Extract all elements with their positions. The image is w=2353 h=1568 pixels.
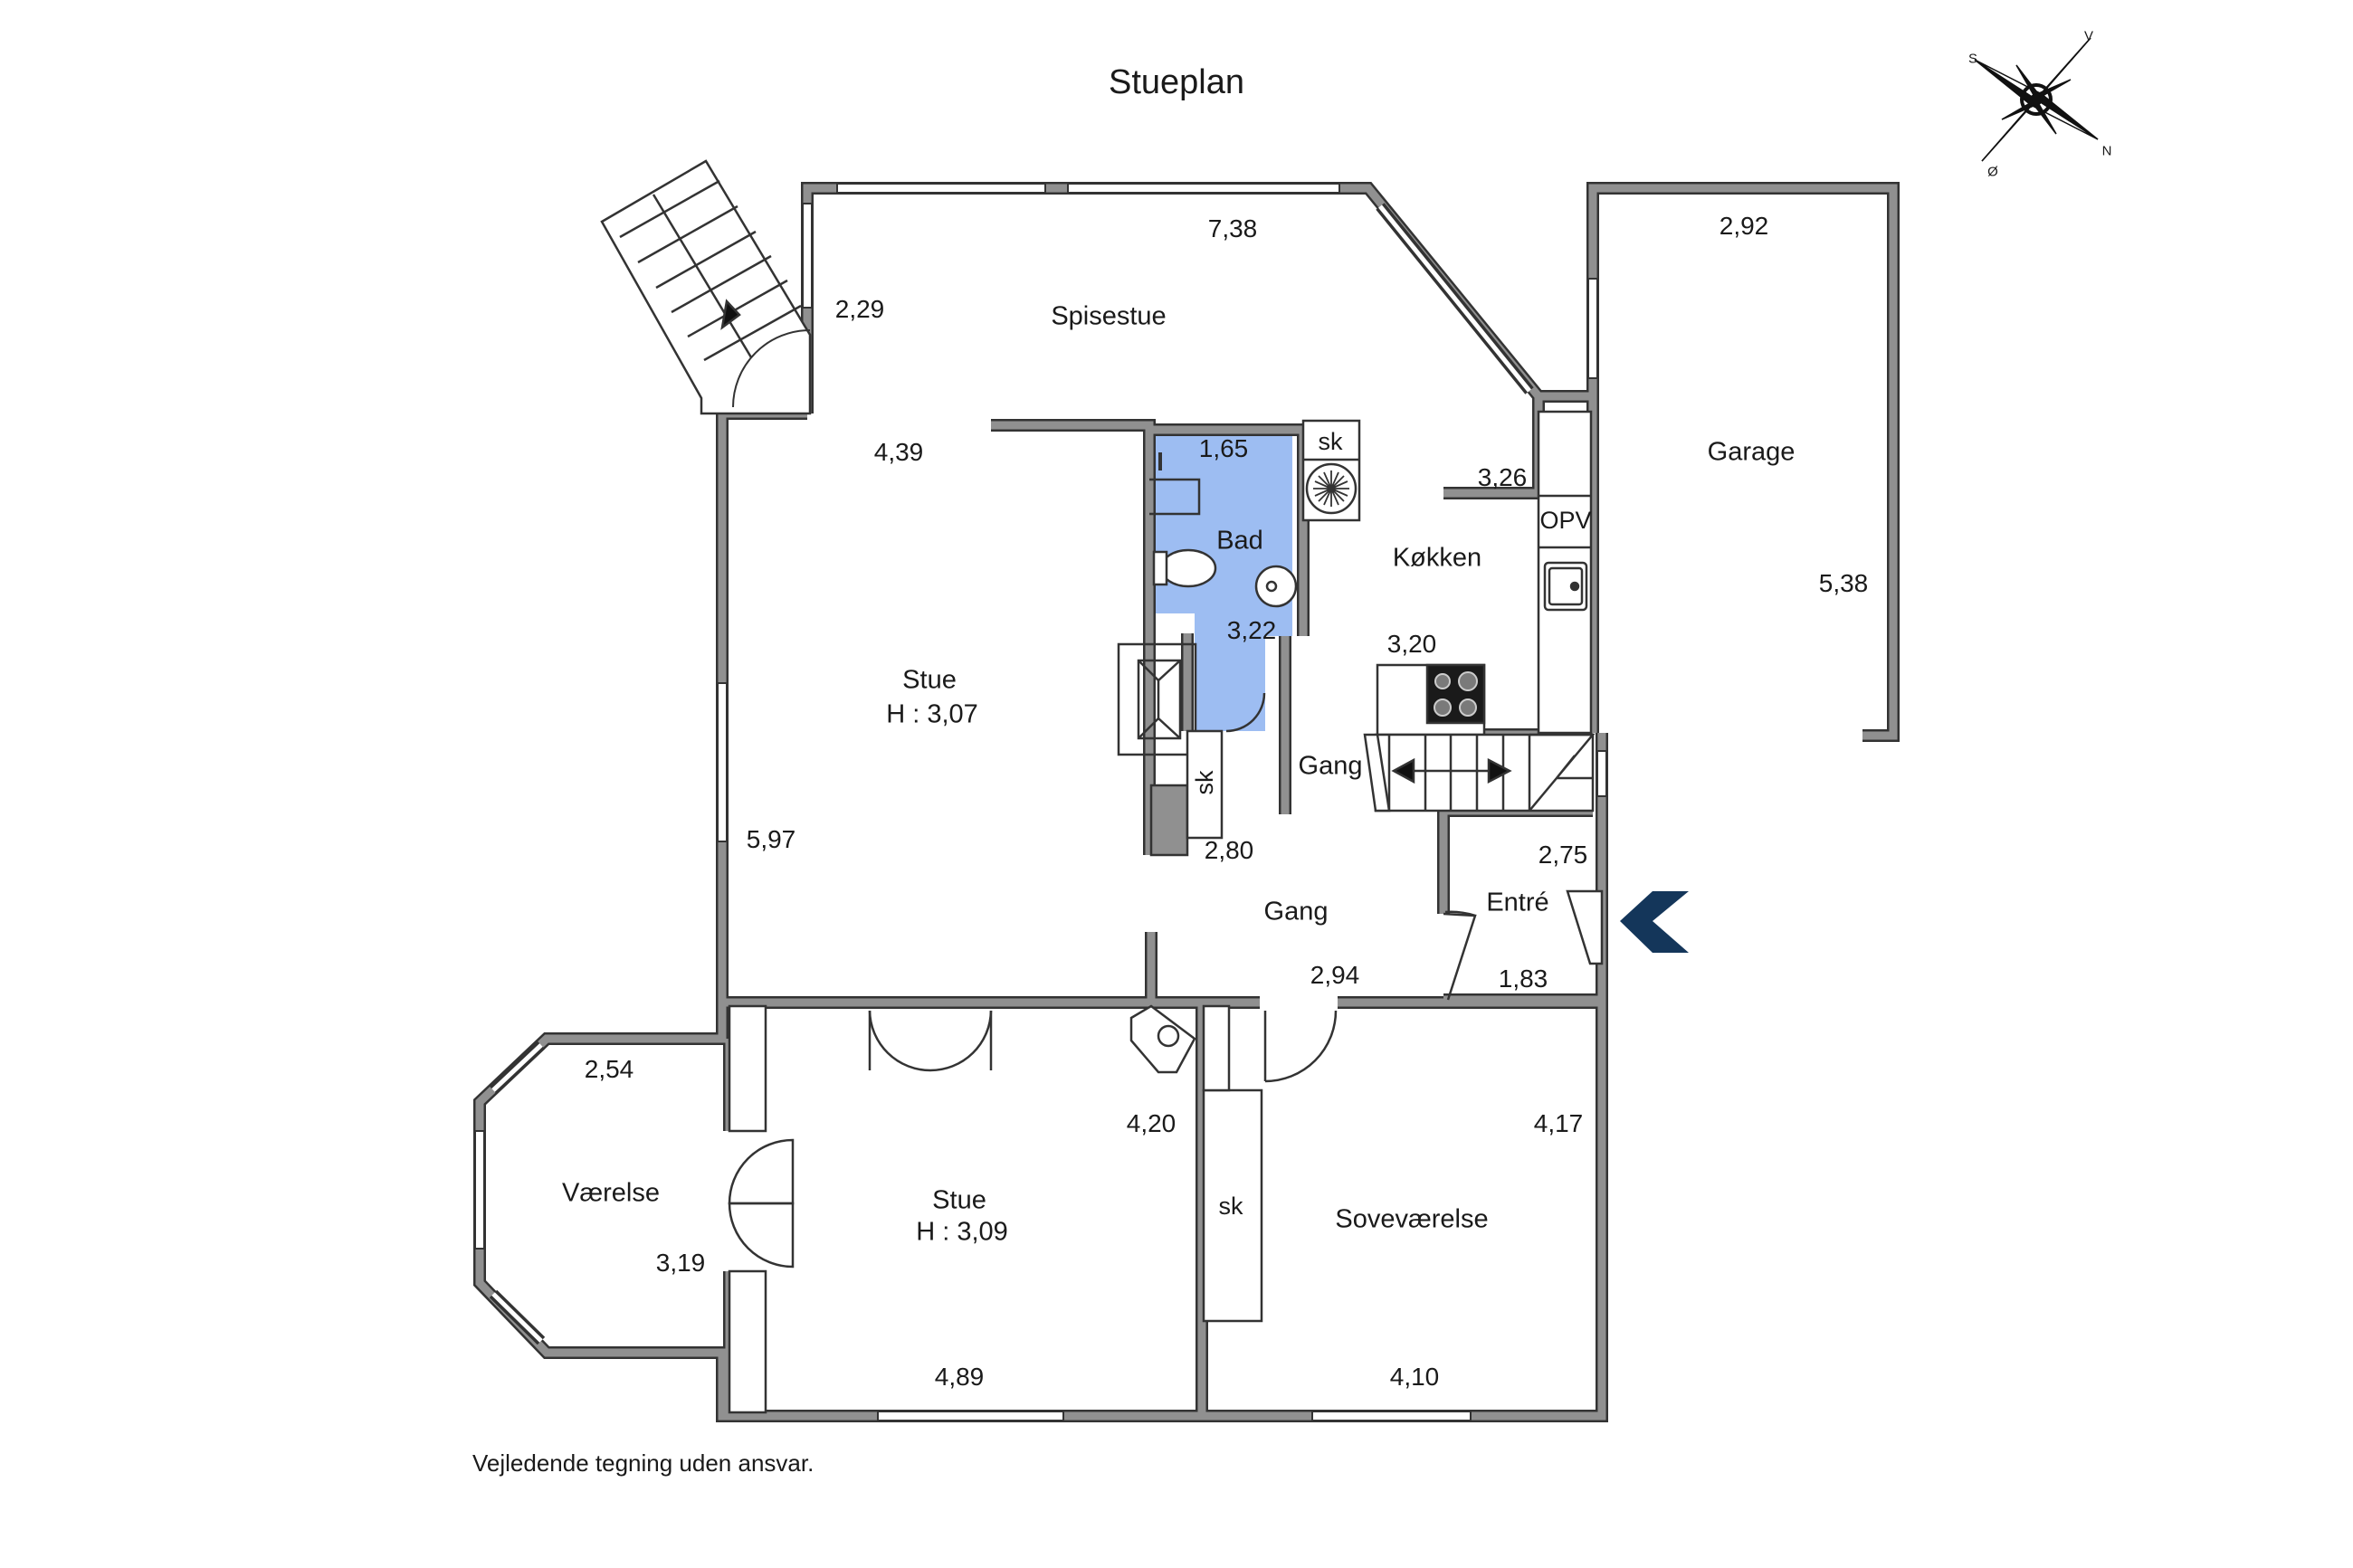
dimension-label: 4,17 — [1533, 1109, 1584, 1138]
room-label-kokken: Køkken — [1392, 543, 1482, 573]
dimension-label: 2,29 — [834, 295, 885, 324]
dimension-label: 2,54 — [584, 1055, 634, 1084]
disclaimer-text: Vejledende tegning uden ansvar. — [472, 1449, 814, 1477]
dimension-label: 3,20 — [1386, 630, 1437, 659]
closet-label-kitchen: sk — [1318, 427, 1343, 455]
bathroom-fill — [1149, 430, 1292, 731]
compass-label-n: N — [2101, 143, 2112, 159]
compass-rose — [1974, 37, 2099, 162]
outdoor-staircase — [600, 159, 812, 415]
dimension-label: 3,26 — [1477, 463, 1528, 492]
dimension-label: 3,22 — [1226, 616, 1277, 645]
room-label-bad: Bad — [1216, 526, 1263, 556]
room-label-gang-lower: Gang — [1263, 897, 1329, 927]
windows — [474, 183, 1607, 1421]
room-label-vaerelse: Værelse — [562, 1178, 660, 1208]
closet-label-bedroom: sk — [1218, 1192, 1243, 1220]
dimension-label: 1,83 — [1498, 965, 1548, 993]
room-label-garage: Garage — [1707, 437, 1796, 467]
room-label-stue-main: Stue — [902, 665, 957, 695]
dimension-label: 3,19 — [655, 1249, 706, 1278]
dimension-label: 2,94 — [1310, 961, 1360, 990]
dimension-label: 4,10 — [1389, 1363, 1440, 1392]
dimension-label: 4,89 — [934, 1363, 985, 1392]
room-label-entre: Entré — [1486, 888, 1549, 917]
plan-title: Stueplan — [1108, 63, 1245, 102]
dimension-label: 7,38 — [1207, 214, 1258, 243]
closet-label-gang: sk — [1190, 770, 1218, 795]
dimension-label: 4,39 — [873, 438, 924, 467]
entry-arrow — [1620, 891, 1689, 953]
doors — [728, 889, 1604, 1269]
dimension-label: 2,92 — [1719, 212, 1769, 241]
room-height-stue-main: H : 3,07 — [886, 699, 978, 729]
room-label-spisestue: Spisestue — [1051, 301, 1167, 331]
room-label-gang-upper: Gang — [1298, 751, 1363, 781]
boiler-label-opv: OPV — [1539, 506, 1592, 534]
dimension-label: 2,75 — [1538, 841, 1588, 870]
dimension-label: 5,38 — [1818, 569, 1869, 598]
compass-label-v: V — [2083, 28, 2094, 44]
indoor-staircase — [1363, 733, 1596, 813]
dimension-label: 1,65 — [1198, 434, 1249, 463]
compass-label-s: S — [1967, 51, 1978, 67]
kitchen-fixtures — [1301, 410, 1593, 736]
room-height-stue-lower: H : 3,09 — [916, 1217, 1008, 1247]
dimension-label: 5,97 — [746, 825, 796, 854]
dimension-label: 2,80 — [1204, 836, 1254, 865]
fireplace — [1117, 642, 1197, 857]
closets — [728, 729, 1263, 1414]
compass-label-o: Ø — [1987, 164, 1998, 180]
dimension-label: 4,20 — [1126, 1109, 1176, 1138]
room-label-sovevaerelse: Soveværelse — [1335, 1204, 1489, 1234]
room-label-stue-lower: Stue — [932, 1185, 986, 1215]
bathroom-fixtures — [1149, 452, 1298, 733]
